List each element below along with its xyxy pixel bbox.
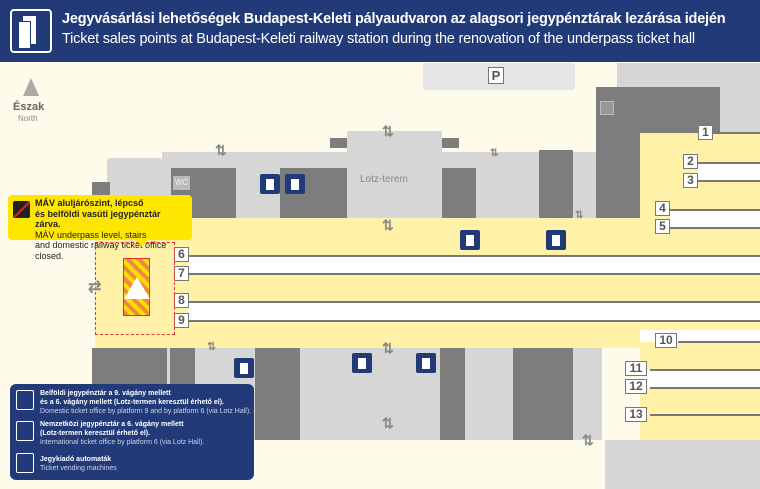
ticket-stack-icon xyxy=(10,9,52,53)
callout-line1-hu: MÁV aluljárószint, lépcső xyxy=(35,198,144,208)
lotz-hall-block xyxy=(347,131,442,218)
track-2-3 xyxy=(697,163,760,181)
building-room xyxy=(255,348,300,440)
parking-sign: P xyxy=(488,67,504,84)
stairs-icon: ⇅ xyxy=(207,341,217,353)
platform-2: 2 xyxy=(683,154,698,169)
track-8-9 xyxy=(188,302,760,320)
track-line-10 xyxy=(678,341,760,343)
platform-8: 8 xyxy=(174,293,189,308)
closure-callout: MÁV aluljárószint, lépcső és belföldi va… xyxy=(8,195,192,261)
stairs-icon: ⇅ xyxy=(490,148,499,159)
track-11-12 xyxy=(640,370,760,388)
title-en: Ticket sales points at Budapest-Keleti r… xyxy=(62,31,695,47)
building-roof xyxy=(442,138,459,148)
track-line-9 xyxy=(188,320,760,322)
building-room xyxy=(513,348,573,440)
track-line-7 xyxy=(188,273,760,275)
platform-9: 9 xyxy=(174,313,189,328)
compass-label-hu: Észak xyxy=(13,101,45,113)
track-6-7 xyxy=(188,256,760,274)
ticket-machine-icon[interactable] xyxy=(460,230,480,250)
platform-10: 10 xyxy=(655,333,677,348)
platform-4: 4 xyxy=(655,201,670,216)
domestic-ticket-office-icon xyxy=(16,390,34,410)
platform-7: 7 xyxy=(174,266,189,281)
compass-label-en: North xyxy=(18,114,38,123)
legend-item-2-en: International ticket office by platform … xyxy=(40,439,205,446)
building-room xyxy=(92,348,167,388)
legend-item-2-hu2: (Lotz-termen keresztül érhető el). xyxy=(40,430,151,437)
legend-item-2-hu1: Nemzetközi jegypénztár a 6. vágány melle… xyxy=(40,421,184,428)
wc-label: WC xyxy=(173,176,190,190)
track-line-12 xyxy=(650,387,760,389)
track-line-6 xyxy=(188,255,760,257)
building-room xyxy=(539,150,573,218)
building-roof xyxy=(330,138,347,148)
legend: Belföldi jegypénztár a 9. vágány mellett… xyxy=(10,384,254,480)
title-hu: Jegyvásárlási lehetőségek Budapest-Kelet… xyxy=(62,11,726,27)
ticket-machine-icon[interactable] xyxy=(546,230,566,250)
header: Jegyvásárlási lehetőségek Budapest-Kelet… xyxy=(0,0,760,62)
track-line-8 xyxy=(188,301,760,303)
closed-zone-outline xyxy=(95,242,175,335)
closed-stairs-icon xyxy=(13,201,31,218)
mail-icon xyxy=(600,101,614,115)
callout-line2-hu: és belföldi vasúti jegypénztár zárva. xyxy=(35,208,161,230)
lotz-hall-label: Lotz-terem xyxy=(360,174,408,185)
legend-item-3-en: Ticket vending machines xyxy=(40,465,117,472)
track-line-5 xyxy=(670,227,760,229)
stairs-icon: ⇅ xyxy=(382,217,394,233)
track-line-4 xyxy=(670,209,760,211)
ticket-machine-icon[interactable] xyxy=(352,353,372,373)
callout-line1-en: MÁV underpass level, stairs xyxy=(35,229,147,240)
platform-1: 1 xyxy=(698,125,713,140)
roadworks-warning-icon xyxy=(124,277,150,299)
international-ticket-office-icon xyxy=(16,421,34,441)
track-line-3 xyxy=(697,180,760,182)
stairs-icon: ⇅ xyxy=(575,210,584,221)
platform-3: 3 xyxy=(683,173,698,188)
domestic-ticket-office-icon[interactable] xyxy=(234,358,254,378)
legend-item-1-en: Domestic ticket office by platform 9 and… xyxy=(40,408,252,415)
north-arrow-icon xyxy=(23,78,39,96)
building-room-light xyxy=(236,168,256,198)
international-ticket-office-icon[interactable] xyxy=(285,174,305,194)
building-room xyxy=(440,348,465,440)
exit-arrows-icon: ⇄ xyxy=(88,279,102,296)
stairs-icon: ⇅ xyxy=(382,340,394,356)
ticket-machine-icon xyxy=(16,453,34,473)
callout-line2-en: and domestic railway ticket office close… xyxy=(35,240,167,261)
stairs-icon: ⇅ xyxy=(215,142,227,158)
track-line-11 xyxy=(650,369,760,371)
domestic-ticket-office-icon[interactable] xyxy=(260,174,280,194)
track-4-5 xyxy=(670,210,760,228)
track-line-1 xyxy=(712,132,760,134)
building-room xyxy=(442,168,476,218)
platform-13: 13 xyxy=(625,407,647,422)
building-southeast xyxy=(605,440,760,489)
stairs-icon: ⇅ xyxy=(582,432,594,448)
platform-11: 11 xyxy=(625,361,647,376)
legend-item-3-hu1: Jegykiadó automaták xyxy=(40,456,112,463)
legend-item-1-hu2: és a 6. vágány mellett (Lotz-termen kere… xyxy=(40,399,225,406)
platform-5: 5 xyxy=(655,219,670,234)
track-line-13 xyxy=(650,414,760,416)
ticket-machine-icon[interactable] xyxy=(416,353,436,373)
stairs-icon: ⇅ xyxy=(382,123,394,139)
legend-item-1-hu1: Belföldi jegypénztár a 9. vágány mellett xyxy=(40,390,171,397)
platform-12: 12 xyxy=(625,379,647,394)
track-line-2 xyxy=(697,162,760,164)
stairs-icon: ⇅ xyxy=(382,415,394,431)
